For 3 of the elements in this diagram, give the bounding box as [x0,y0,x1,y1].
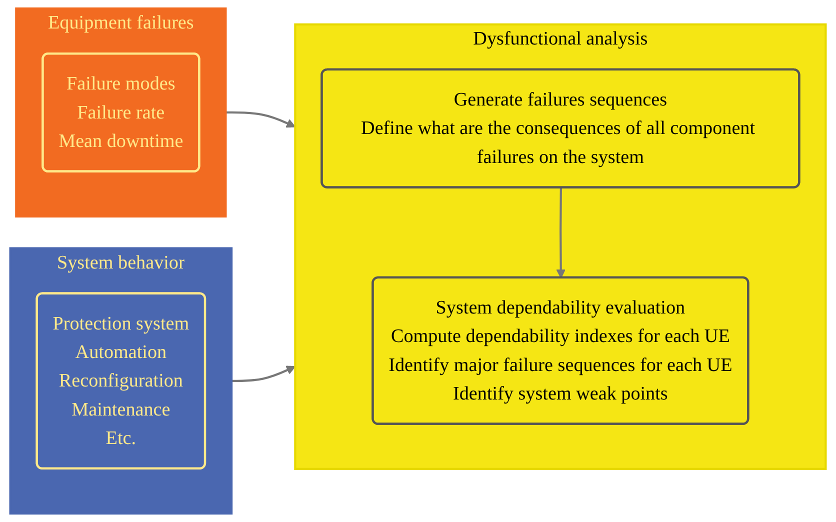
arrow [232,366,296,382]
arrow [556,188,566,278]
arrow [226,111,296,128]
